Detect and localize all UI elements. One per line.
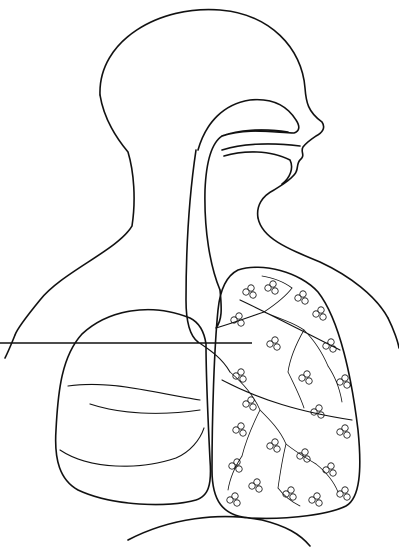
left-lung-fissure-upper bbox=[68, 384, 200, 400]
right-lung-fissure bbox=[240, 300, 340, 350]
tongue-outline bbox=[224, 152, 292, 184]
right-lung bbox=[212, 267, 360, 518]
trachea-left-wall bbox=[186, 150, 198, 342]
left-lung-fissure-lower bbox=[90, 404, 200, 413]
torso-left-outline bbox=[5, 335, 15, 358]
neck-back-outline bbox=[15, 95, 134, 335]
torso-right-outline bbox=[388, 318, 399, 348]
pharynx bbox=[198, 100, 299, 290]
right-lung-oblique-fissure bbox=[222, 380, 352, 420]
left-lung-fissure-base bbox=[60, 428, 204, 466]
left-lung bbox=[56, 310, 211, 505]
oral-cavity bbox=[222, 144, 300, 150]
diaphragm bbox=[128, 517, 310, 546]
neck-front-outline bbox=[258, 218, 388, 318]
